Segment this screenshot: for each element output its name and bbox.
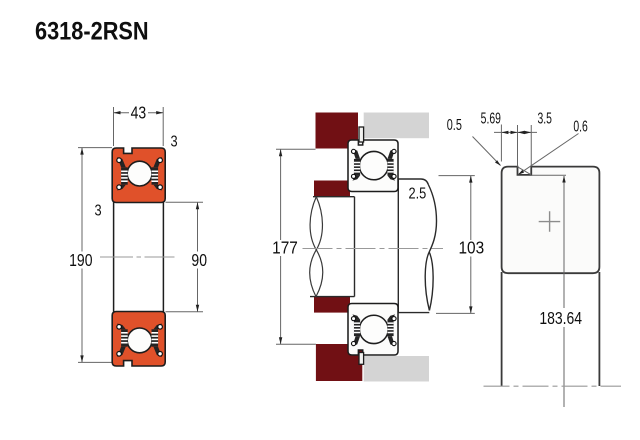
svg-text:6318-2RSN: 6318-2RSN [35, 17, 149, 45]
svg-text:0.5: 0.5 [447, 116, 462, 134]
svg-text:3.5: 3.5 [537, 109, 551, 127]
svg-text:103: 103 [458, 239, 484, 258]
svg-text:5.69: 5.69 [481, 109, 501, 127]
svg-text:183.64: 183.64 [539, 309, 582, 328]
svg-text:3: 3 [94, 202, 101, 220]
svg-text:3: 3 [170, 133, 177, 151]
svg-text:90: 90 [191, 252, 207, 271]
svg-text:177: 177 [272, 239, 298, 258]
svg-text:2.5: 2.5 [409, 185, 427, 203]
svg-text:0.6: 0.6 [573, 117, 587, 135]
svg-text:190: 190 [69, 252, 93, 271]
svg-text:43: 43 [131, 104, 147, 123]
